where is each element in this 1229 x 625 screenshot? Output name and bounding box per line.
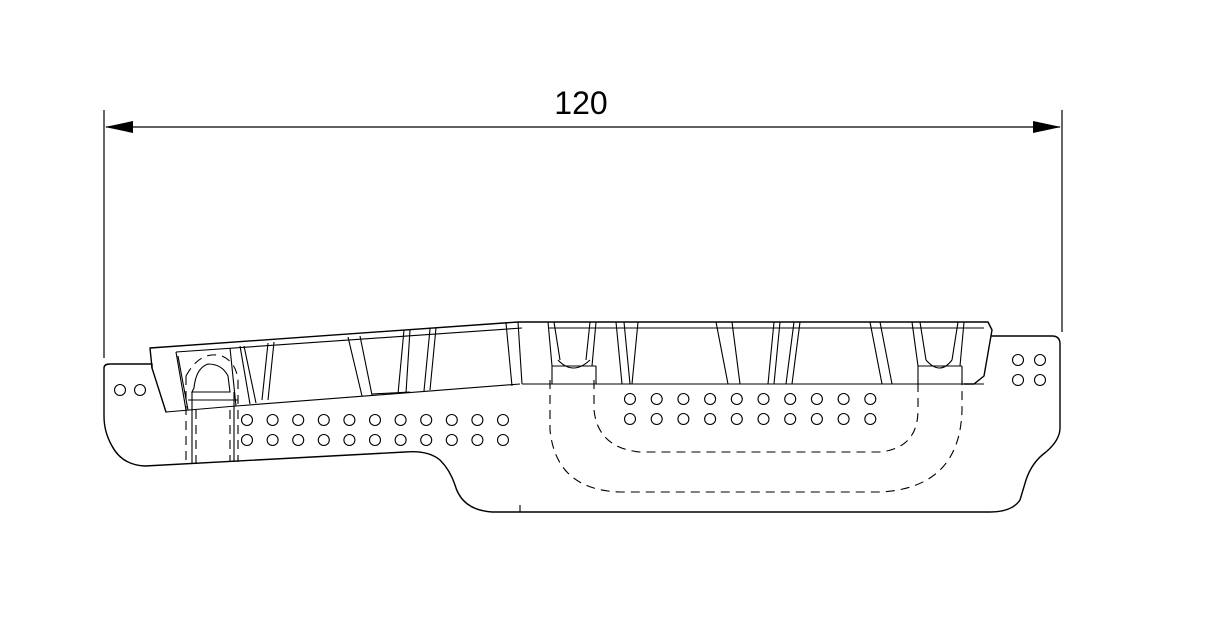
field-hole-left <box>240 413 254 427</box>
field-hole-left <box>266 413 279 427</box>
end-hole-right <box>1033 353 1047 367</box>
field-hole-right <box>704 392 717 406</box>
rib-2 <box>239 345 257 405</box>
clip-pocket-2 <box>911 321 965 384</box>
upper-profile-outline <box>149 321 993 413</box>
field-hole-left <box>496 433 510 447</box>
field-hole-left <box>420 433 433 447</box>
hidden-channels <box>549 380 963 493</box>
field-hole-left <box>394 433 407 447</box>
field-hole-left <box>368 413 382 427</box>
field-hole-right <box>784 392 797 406</box>
field-hole-right <box>810 412 823 426</box>
overall-width-dimension: 120 <box>103 85 1063 358</box>
field-hole-right <box>677 392 690 406</box>
field-hole-right <box>677 412 690 426</box>
end-hole-right <box>1033 373 1047 387</box>
field-hole-right <box>864 392 877 406</box>
field-hole-left <box>471 433 484 447</box>
field-hole-right <box>837 412 850 426</box>
dimension-value-label: 120 <box>554 85 607 121</box>
ribs-left <box>175 321 548 411</box>
field-hole-right <box>623 412 637 426</box>
left-clip-body <box>191 363 231 393</box>
field-hole-left <box>368 433 382 447</box>
field-hole-left <box>317 413 330 427</box>
arrowhead-left <box>105 121 133 133</box>
end-hole-right <box>1011 353 1025 367</box>
field-hole-left <box>343 413 356 427</box>
hidden-channel-inner <box>593 380 919 453</box>
left-clip-rails <box>188 392 238 464</box>
field-hole-right <box>864 412 877 426</box>
rib-1 <box>175 347 237 411</box>
upper-profile-inner-line <box>175 327 984 353</box>
field-hole-left <box>292 433 305 447</box>
rib-6 <box>505 321 548 387</box>
rib-10 <box>785 321 801 385</box>
rib-5 <box>423 327 437 392</box>
end-hole-left <box>133 383 147 397</box>
base-plate-outline <box>103 335 1061 513</box>
arrowhead-right <box>1033 121 1061 133</box>
rib-base-line <box>165 383 984 413</box>
end-hole-left <box>113 383 127 397</box>
field-hole-right <box>837 392 850 406</box>
field-hole-right <box>623 392 637 406</box>
field-hole-left <box>445 433 458 447</box>
field-hole-left <box>292 413 305 427</box>
end-hole-right <box>1011 373 1025 387</box>
field-hole-right <box>650 412 663 426</box>
field-hole-left <box>394 413 407 427</box>
field-hole-left <box>240 433 254 447</box>
field-hole-right <box>730 392 743 406</box>
clip-pocket-1 <box>547 321 597 384</box>
ribs-right <box>547 321 965 385</box>
rib-11 <box>869 321 893 385</box>
field-hole-left <box>445 413 458 427</box>
rib-3 <box>261 341 275 401</box>
field-hole-left <box>420 413 433 427</box>
field-hole-right <box>704 412 717 426</box>
left-clip-hidden-slot <box>185 354 239 466</box>
field-hole-right <box>757 392 770 406</box>
rib-8 <box>631 321 639 385</box>
field-hole-right <box>810 392 823 406</box>
part-outline <box>103 321 1061 513</box>
hole-pattern <box>113 353 1047 447</box>
field-hole-left <box>496 413 510 427</box>
field-hole-left <box>343 433 356 447</box>
rib-9 <box>715 321 781 385</box>
field-hole-left <box>317 433 330 447</box>
field-hole-right <box>757 412 770 426</box>
field-hole-left <box>266 433 279 447</box>
field-hole-right <box>784 412 797 426</box>
field-hole-right <box>730 412 743 426</box>
field-hole-right <box>650 392 663 406</box>
rib-7 <box>615 321 631 385</box>
rib-4 <box>347 329 411 397</box>
hidden-channel-outer <box>549 380 963 493</box>
left-clip-pocket <box>185 354 239 466</box>
field-hole-left <box>471 413 484 427</box>
